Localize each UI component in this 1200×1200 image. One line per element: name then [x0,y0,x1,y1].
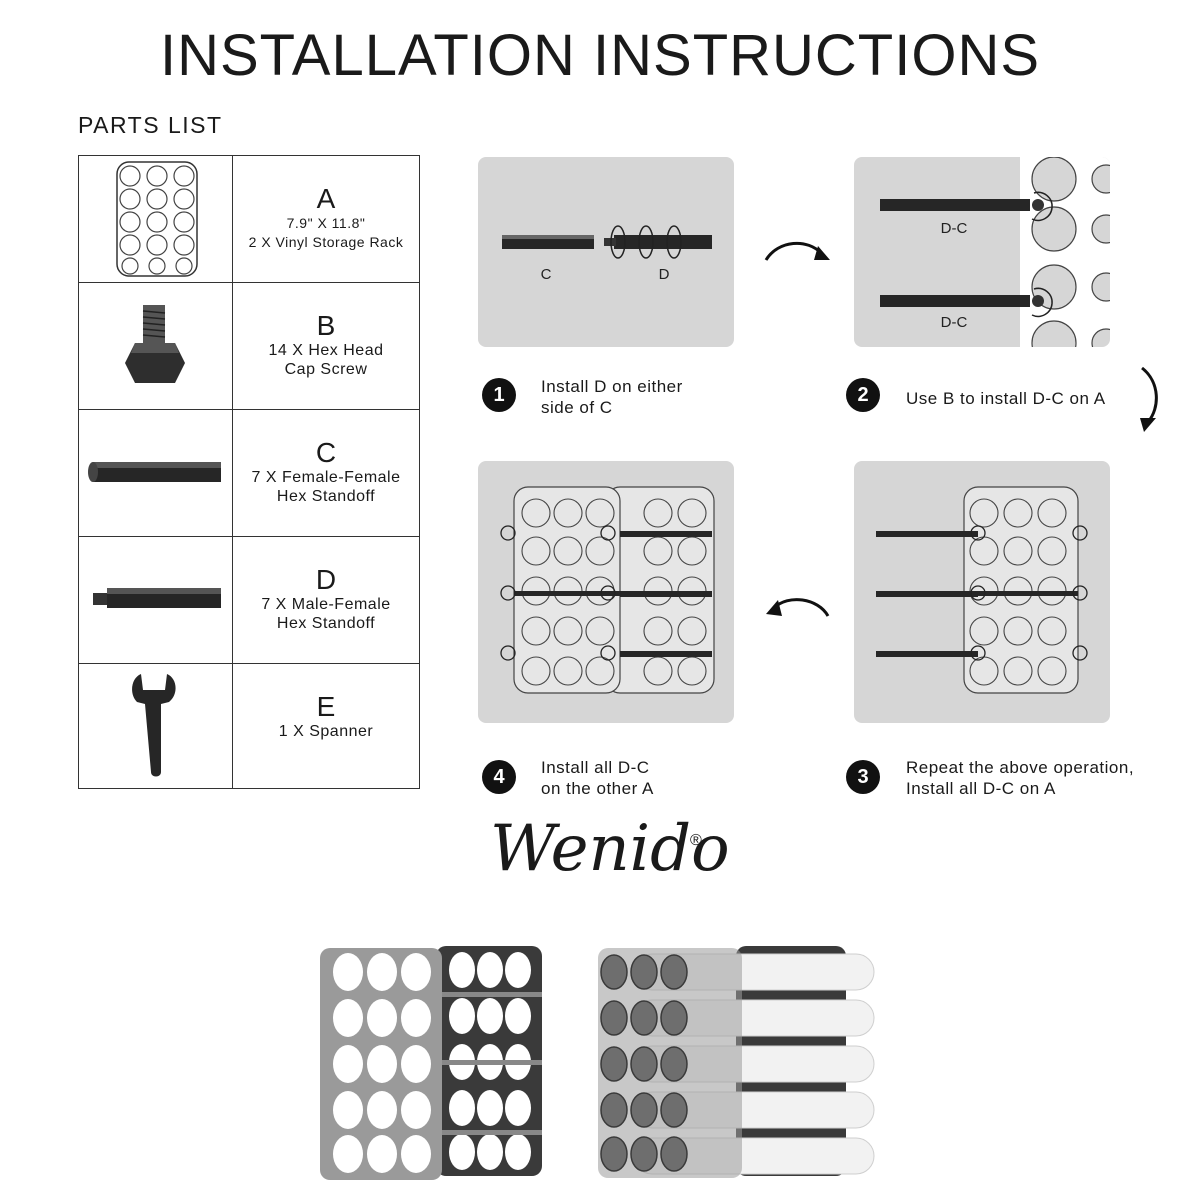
step-3-badge: 3 [846,760,880,794]
arrow-down-icon [1130,362,1170,436]
step-1-badge: 1 [482,378,516,412]
part-row-a: A 7.9" X 11.8" 2 X Vinyl Storage Rack [79,156,419,283]
step-2-panel: D-C D-C [854,157,1110,347]
part-row-e: E 1 X Spanner [79,664,419,788]
arrow-left-icon [758,588,838,628]
step-2-label-dc: D-C [941,314,968,331]
vinyl-rack-icon [79,156,233,282]
step-2-badge: 2 [846,378,880,412]
male-standoff-icon [79,537,233,663]
part-description: 14 X Hex Head Cap Screw [233,341,419,379]
part-letter: D [233,565,419,595]
step-4-badge: 4 [482,760,516,794]
parts-list-table: A 7.9" X 11.8" 2 X Vinyl Storage Rack B … [78,155,420,789]
page-title: INSTALLATION INSTRUCTIONS [0,22,1200,89]
hex-screw-icon [79,283,233,409]
spanner-icon [79,664,233,788]
step-4-text: Install all D-C on the other A [541,757,654,799]
step-3-panel [854,461,1110,723]
part-row-b: B 14 X Hex Head Cap Screw [79,283,419,410]
step-3-text: Repeat the above operation, Install all … [906,757,1134,799]
part-letter: B [233,311,419,341]
part-description: 7 X Male-Female Hex Standoff [233,595,419,633]
step-1-panel: C D [478,157,734,347]
part-description: 7 X Female-Female Hex Standoff [233,468,419,506]
part-row-c: C 7 X Female-Female Hex Standoff [79,410,419,537]
arrow-right-icon [758,228,838,268]
part-letter: E [233,692,419,722]
step-1-label-c: C [541,266,552,283]
step-1-label-d: D [659,266,670,283]
registered-mark: ® [690,832,702,850]
part-description: 7.9" X 11.8" 2 X Vinyl Storage Rack [233,214,419,252]
part-letter: A [233,184,419,214]
parts-list-heading: PARTS LIST [78,112,223,139]
step-2-text: Use B to install D-C on A [906,388,1106,409]
step-4-panel [478,461,734,723]
part-row-d: D 7 X Male-Female Hex Standoff [79,537,419,664]
step-1-text: Install D on either side of C [541,376,683,418]
female-standoff-icon [79,410,233,536]
step-2-label-dc: D-C [941,220,968,237]
assembled-rack-empty-image [316,940,552,1185]
assembled-rack-filled-image [594,940,884,1185]
part-letter: C [233,438,419,468]
part-description: 1 X Spanner [233,722,419,741]
